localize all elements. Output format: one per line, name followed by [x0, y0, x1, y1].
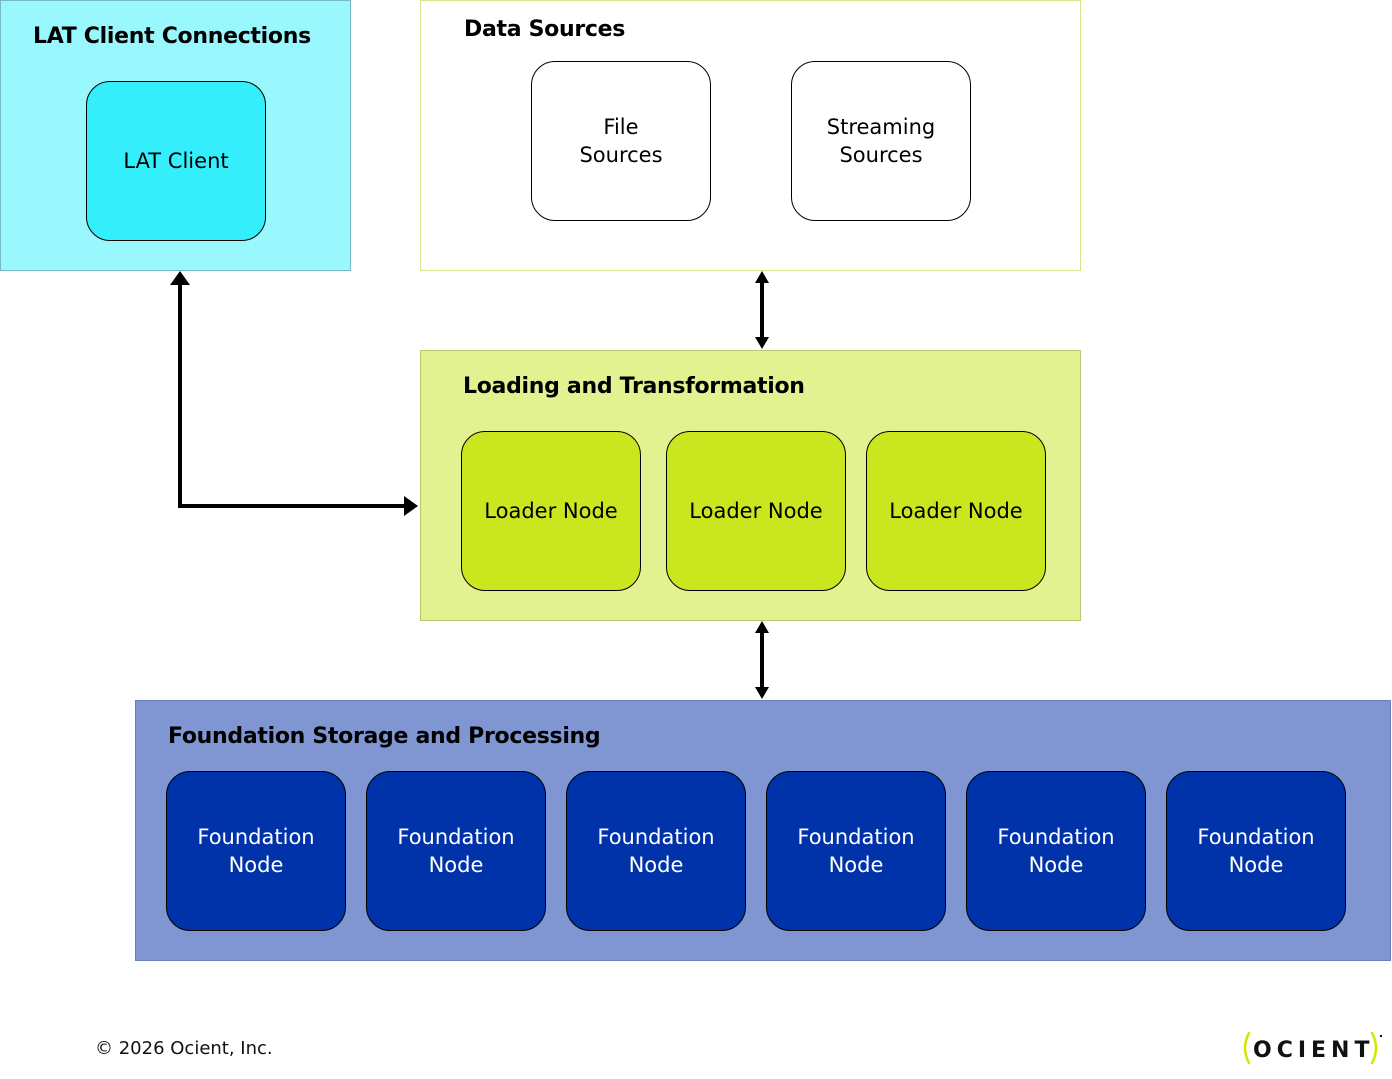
- loader-node: Loader Node: [866, 431, 1046, 591]
- copyright-text: © 2026 Ocient, Inc.: [95, 1038, 273, 1059]
- foundation-panel-title: Foundation Storage and Processing: [168, 724, 601, 749]
- datasources-loading-arrow: [755, 271, 769, 349]
- lat-client-node: LAT Client: [86, 81, 266, 241]
- loading-panel-title: Loading and Transformation: [463, 374, 805, 399]
- loader-node: Loader Node: [461, 431, 641, 591]
- data-sources-panel: Data Sources File Sources Streaming Sour…: [420, 0, 1081, 271]
- lat-to-loading-arrow: [170, 271, 418, 516]
- loading-transformation-panel: Loading and Transformation Loader Node L…: [420, 350, 1081, 621]
- loader-node: Loader Node: [666, 431, 846, 591]
- foundation-node: Foundation Node: [966, 771, 1146, 931]
- lat-client-connections-panel: LAT Client Connections LAT Client: [0, 0, 351, 271]
- foundation-node: Foundation Node: [766, 771, 946, 931]
- loading-foundation-arrow: [755, 621, 769, 699]
- ocient-logo: OCIENT: [1243, 1031, 1383, 1065]
- foundation-storage-panel: Foundation Storage and Processing Founda…: [135, 700, 1391, 961]
- lat-panel-title: LAT Client Connections: [33, 24, 311, 49]
- streaming-sources-node: Streaming Sources: [791, 61, 971, 221]
- foundation-node: Foundation Node: [366, 771, 546, 931]
- logo-text: OCIENT: [1253, 1038, 1374, 1063]
- foundation-node: Foundation Node: [166, 771, 346, 931]
- data-sources-title: Data Sources: [464, 17, 626, 42]
- foundation-node: Foundation Node: [566, 771, 746, 931]
- file-sources-node: File Sources: [531, 61, 711, 221]
- foundation-node: Foundation Node: [1166, 771, 1346, 931]
